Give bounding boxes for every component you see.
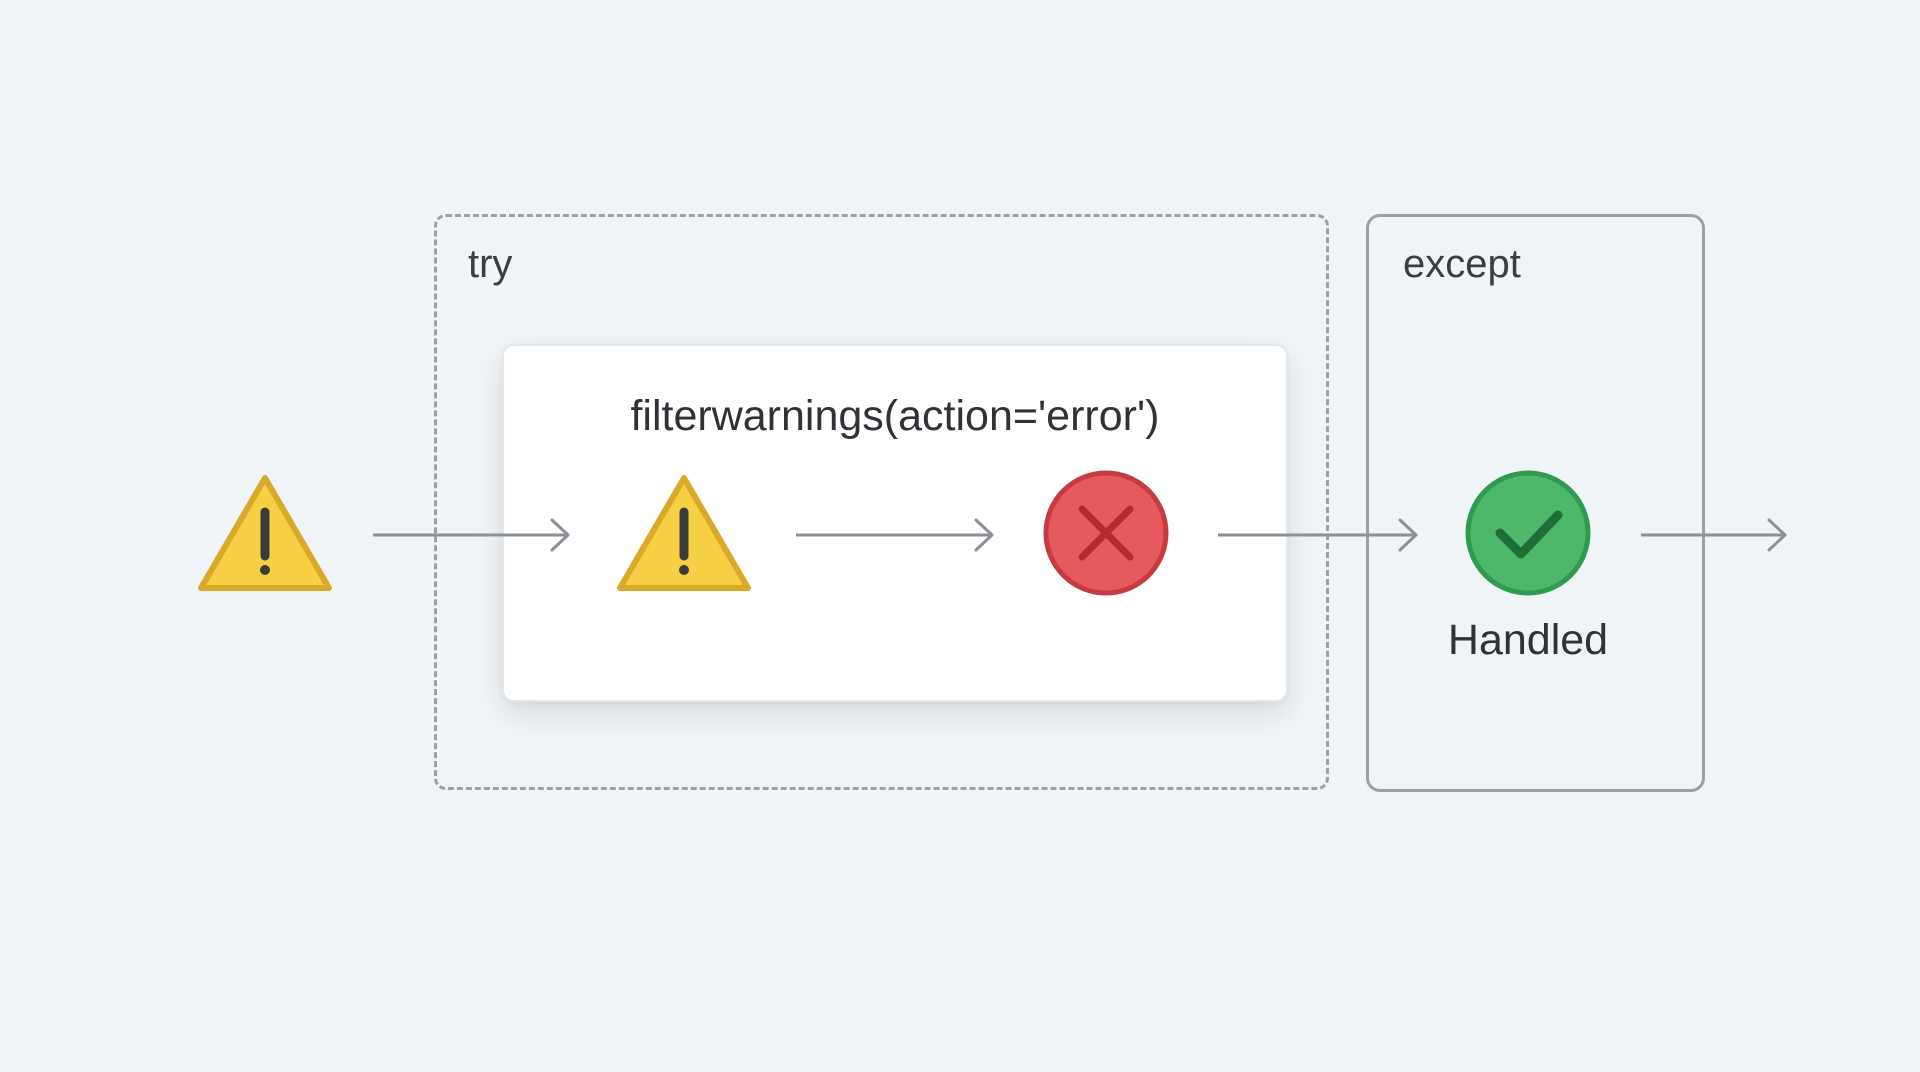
arrow-icon bbox=[1641, 518, 1787, 552]
except-label: except bbox=[1403, 242, 1521, 286]
try-block bbox=[434, 214, 1329, 790]
error-x-icon bbox=[1043, 470, 1169, 596]
arrow-icon bbox=[1218, 518, 1418, 552]
arrow-icon bbox=[796, 518, 994, 552]
except-block bbox=[1366, 214, 1705, 792]
check-circle-icon bbox=[1465, 470, 1591, 596]
handled-label: Handled bbox=[1447, 616, 1609, 664]
try-label: try bbox=[468, 242, 513, 286]
filter-call-code: filterwarnings(action='error') bbox=[630, 392, 1160, 440]
warning-icon bbox=[198, 475, 332, 591]
arrow-icon bbox=[373, 518, 570, 552]
warning-icon bbox=[617, 475, 751, 591]
